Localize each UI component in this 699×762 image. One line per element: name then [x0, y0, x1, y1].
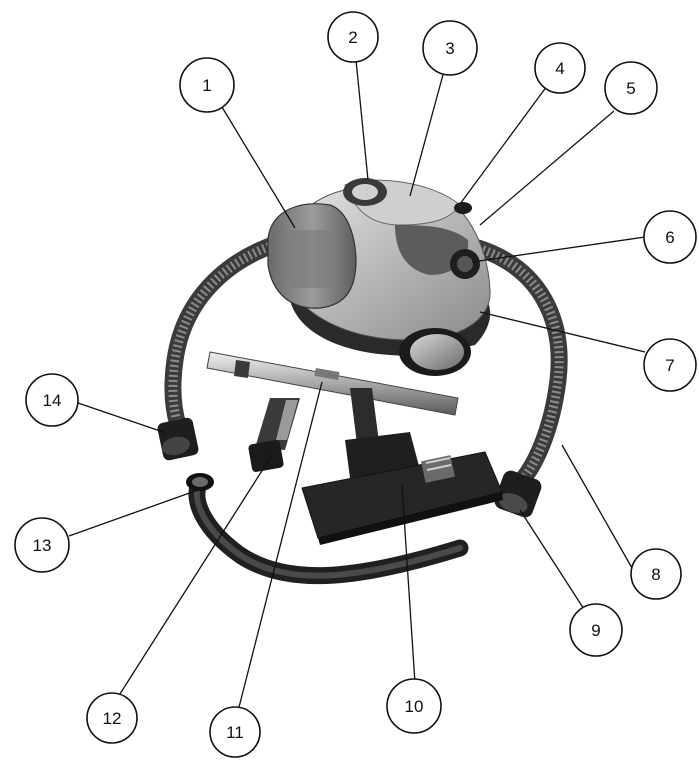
callout-5: 5	[605, 62, 657, 114]
callout-13-label: 13	[33, 536, 52, 555]
callout-14-label: 14	[43, 391, 62, 410]
callout-7-label: 7	[665, 356, 674, 375]
floor-nozzle	[302, 388, 503, 545]
callout-4-label: 4	[555, 59, 564, 78]
callout-1-label: 1	[202, 76, 211, 95]
callout-3-label: 3	[445, 39, 454, 58]
callout-12-label: 12	[103, 709, 122, 728]
callout-7: 7	[644, 339, 696, 391]
callout-9: 9	[570, 604, 622, 656]
callout-12: 12	[87, 693, 137, 743]
callout-3: 3	[423, 21, 477, 75]
callout-10: 10	[387, 679, 441, 733]
callout-6-label: 6	[665, 228, 674, 247]
callout-11-label: 11	[226, 723, 244, 742]
callout-2: 2	[328, 12, 378, 62]
callout-9-label: 9	[591, 621, 600, 640]
callout-2-label: 2	[348, 28, 357, 47]
vacuum-body	[268, 178, 490, 376]
callout-8: 8	[631, 549, 681, 599]
callout-11: 11	[210, 707, 260, 757]
callout-6: 6	[644, 211, 696, 263]
callout-5-label: 5	[626, 79, 635, 98]
callout-13: 13	[15, 518, 69, 572]
callout-10-label: 10	[405, 697, 424, 716]
hose-cuff-left	[156, 417, 199, 462]
callout-8-label: 8	[651, 565, 660, 584]
callout-1: 1	[180, 58, 234, 112]
callout-4: 4	[535, 43, 585, 93]
callout-14: 14	[26, 374, 78, 426]
crevice-tool	[248, 398, 300, 473]
